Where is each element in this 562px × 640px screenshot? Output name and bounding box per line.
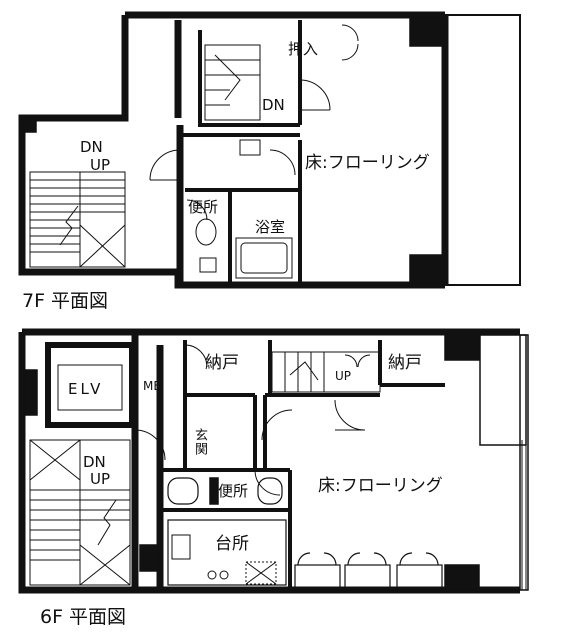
- floor6-nando-right-label: 納戸: [388, 353, 422, 373]
- floor6-stair-up2-label: UP: [90, 470, 111, 488]
- floor6-kitchen-counter: [167, 519, 287, 586]
- floor6-kitchen-label: 台所: [215, 534, 249, 554]
- floor6-walls: [18, 328, 520, 594]
- floor6-elevator: [45, 342, 135, 428]
- floor6-stair-dn-label: DN: [83, 453, 106, 471]
- floor6-closets: [294, 552, 443, 590]
- floor6-elevator-label: ELV: [68, 380, 104, 398]
- floor6-mb-label: MB: [143, 379, 162, 393]
- floor6-stair-up-label: UP: [335, 369, 352, 383]
- floor7-stair-left: [29, 171, 126, 268]
- floor7-stair-inner: [204, 44, 261, 121]
- floor7-plan: [18, 11, 521, 289]
- floor6-stair-left: [29, 439, 131, 586]
- floor7-stair-dn-label: DN: [80, 138, 103, 156]
- floor6-plan: [18, 328, 529, 594]
- floor6-stair-center: [271, 351, 381, 393]
- floor6-toilet-label: 便所: [218, 482, 249, 500]
- floor7-oshiire-label: 押入: [288, 40, 319, 58]
- floor7-inner-stair-dn-label: DN: [262, 96, 285, 114]
- floor6-floor-label: 床:フローリング: [318, 476, 443, 496]
- floor7-stair-up-label: UP: [90, 156, 111, 174]
- floor6-caption: 6F 平面図: [40, 606, 127, 628]
- floor7-caption: 7F 平面図: [22, 290, 109, 312]
- floor7-floor-label: 床:フローリング: [305, 153, 430, 173]
- floor6-entrance-label: 玄関: [192, 428, 207, 456]
- floor6-nando-left-label: 納戸: [205, 353, 239, 373]
- floor7-balcony: [444, 14, 521, 286]
- floor7-toilet-label: 便所: [188, 198, 219, 216]
- floor7-bath-label: 浴室: [255, 218, 286, 236]
